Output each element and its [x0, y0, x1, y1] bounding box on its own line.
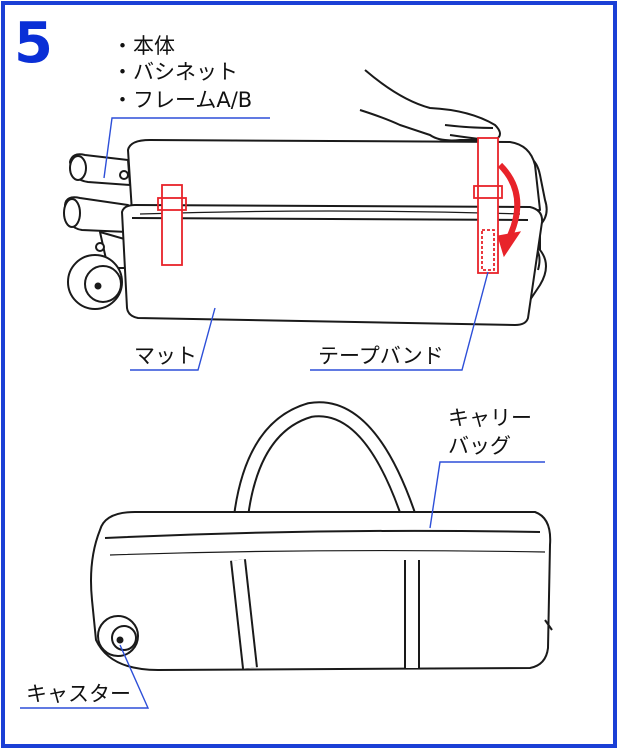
leader-lines-bottom — [20, 461, 545, 709]
label-tape-band: テープバンド — [318, 344, 444, 368]
fold-arrow — [497, 162, 522, 258]
label-caster: キャスター — [26, 682, 131, 706]
label-carry-bag-line1: キャリー — [448, 406, 532, 430]
contents-item-main-body: ・本体 — [112, 34, 175, 58]
tape-band-straps — [157, 137, 503, 274]
leader-lines-top — [103, 117, 489, 371]
contents-item-bassinet: ・バシネット — [112, 60, 238, 84]
carry-bag — [90, 401, 553, 671]
folded-product — [63, 69, 548, 326]
step-number: 5 — [14, 11, 53, 76]
label-mat: マット — [134, 344, 197, 368]
label-carry-bag-line2: バッグ — [448, 434, 511, 458]
contents-item-frame: ・フレームA/B — [112, 88, 253, 112]
